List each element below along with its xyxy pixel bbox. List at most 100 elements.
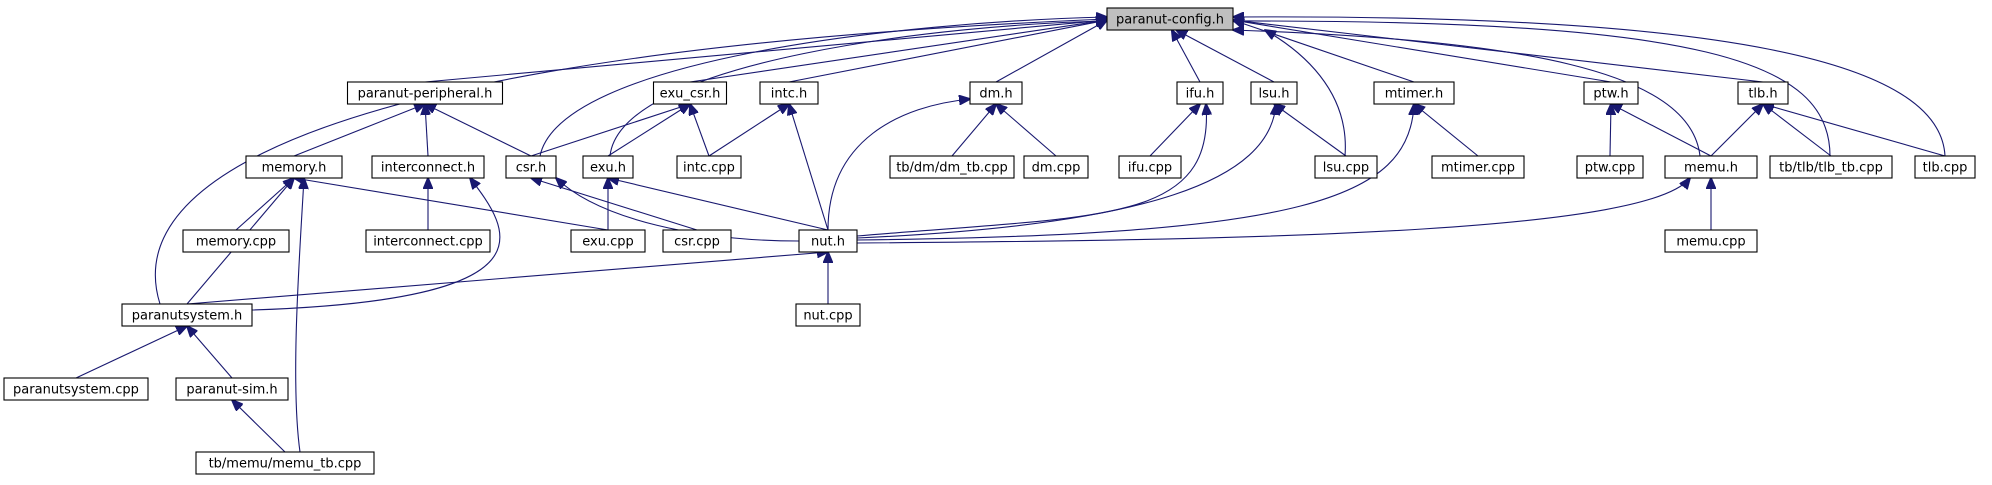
node-exucpp[interactable]: exu.cpp	[570, 229, 646, 253]
node-ifucpp[interactable]: ifu.cpp	[1118, 155, 1182, 179]
node-tlbcpp[interactable]: tlb.cpp	[1914, 155, 1976, 179]
node-label: exu.cpp	[582, 235, 634, 250]
node-memutb[interactable]: tb/memu/memu_tb.cpp	[195, 451, 375, 475]
edge-nuth-to-intch	[789, 104, 829, 231]
node-box	[121, 303, 253, 327]
node-label: interconnect.h	[381, 161, 475, 176]
node-nuth[interactable]: nut.h	[798, 229, 858, 253]
node-box	[969, 81, 1023, 105]
node-psyscpp[interactable]: paranutsystem.cpp	[3, 377, 149, 401]
node-ptwcpp[interactable]: ptw.cpp	[1576, 155, 1644, 179]
node-intch[interactable]: intc.h	[759, 81, 819, 105]
node-label: paranut-sim.h	[186, 383, 277, 398]
node-lsuh[interactable]: lsu.h	[1250, 81, 1298, 105]
node-csrcpp[interactable]: csr.cpp	[662, 229, 732, 253]
node-label: dm.h	[979, 87, 1012, 102]
node-mtimerh[interactable]: mtimer.h	[1373, 81, 1455, 105]
edge-intccpp-to-exucsr	[690, 104, 710, 157]
node-box	[652, 81, 728, 105]
edge-ifuh-to-cfg	[1172, 30, 1201, 83]
edge-intccpp-to-intch	[708, 104, 789, 157]
edge-lsucpp-to-cfg	[1265, 30, 1346, 157]
node-box	[1118, 155, 1182, 179]
node-label: paranutsystem.h	[132, 309, 242, 324]
node-tlbh[interactable]: tlb.h	[1737, 81, 1789, 105]
node-label: csr.h	[516, 161, 546, 176]
node-label: lsu.h	[1259, 87, 1290, 102]
node-box	[3, 377, 149, 401]
node-box	[175, 377, 289, 401]
node-dmh[interactable]: dm.h	[969, 81, 1023, 105]
edge-csrh-to-cfg	[539, 17, 1107, 157]
node-box	[889, 155, 1015, 179]
edge-interh-to-periph	[425, 104, 428, 157]
node-memorycpp[interactable]: memory.cpp	[182, 229, 290, 253]
node-label: tb/tlb/tlb_tb.cpp	[1779, 161, 1883, 176]
edge-nuth-to-lsuh	[856, 104, 1276, 239]
edge-psyscpp-to-psysh	[75, 326, 187, 379]
node-cfg[interactable]: paranut-config.h	[1106, 7, 1234, 31]
node-box	[759, 81, 819, 105]
edge-mtimercpp-to-mtimerh	[1414, 104, 1479, 157]
node-box	[1373, 81, 1455, 105]
node-dmtb[interactable]: tb/dm/dm_tb.cpp	[889, 155, 1015, 179]
edge-exucsr-to-cfg	[689, 20, 1107, 83]
node-label: memu.h	[1684, 161, 1738, 176]
edge-psimh-to-psysh	[187, 326, 233, 379]
edge-exuh-to-exucsr	[607, 104, 690, 157]
edge-tlbcpp-to-tlbh	[1763, 104, 1946, 157]
node-label: mtimer.h	[1385, 87, 1444, 102]
node-box	[371, 155, 485, 179]
node-interh[interactable]: interconnect.h	[371, 155, 485, 179]
node-csrh[interactable]: csr.h	[505, 155, 557, 179]
node-periph[interactable]: paranut-peripheral.h	[346, 81, 504, 105]
edge-intch-to-cfg	[788, 20, 1107, 83]
node-box	[245, 155, 343, 179]
node-box	[1664, 155, 1758, 179]
node-label: tlb.cpp	[1923, 161, 1968, 176]
node-label: paranut-peripheral.h	[358, 87, 493, 102]
node-box	[795, 303, 861, 327]
node-memoryh[interactable]: memory.h	[245, 155, 343, 179]
node-psimh[interactable]: paranut-sim.h	[175, 377, 289, 401]
edge-memuh-to-ptwh	[1611, 104, 1712, 157]
node-exucsr[interactable]: exu_csr.h	[652, 81, 728, 105]
node-label: mtimer.cpp	[1441, 161, 1515, 176]
node-lsucpp[interactable]: lsu.cpp	[1314, 155, 1378, 179]
node-box	[1176, 81, 1224, 105]
edge-memutb-to-memoryh	[295, 178, 304, 453]
node-dmcpp[interactable]: dm.cpp	[1023, 155, 1089, 179]
node-psysh[interactable]: paranutsystem.h	[121, 303, 253, 327]
edge-csrcpp-to-csrh	[531, 178, 698, 231]
edge-ptwh-to-cfg	[1233, 20, 1612, 83]
node-box	[1914, 155, 1976, 179]
node-exuh[interactable]: exu.h	[582, 155, 634, 179]
edge-dmh-to-cfg	[995, 20, 1107, 83]
node-label: nut.h	[811, 235, 845, 250]
edge-dmtb-to-dmh	[951, 104, 996, 157]
node-box	[1737, 81, 1789, 105]
node-label: tb/memu/memu_tb.cpp	[209, 457, 362, 472]
node-memuh[interactable]: memu.h	[1664, 155, 1758, 179]
node-nutcpp[interactable]: nut.cpp	[795, 303, 861, 327]
edge-lsuh-to-cfg	[1176, 30, 1275, 83]
edge-psysh-to-nuth	[186, 252, 828, 305]
node-mtimercpp[interactable]: mtimer.cpp	[1431, 155, 1525, 179]
dependency-edges	[75, 17, 1946, 453]
node-ptwh[interactable]: ptw.h	[1583, 81, 1639, 105]
node-label: paranut-config.h	[1116, 13, 1224, 28]
node-ifuh[interactable]: ifu.h	[1176, 81, 1224, 105]
edge-nuth-to-exuh	[608, 178, 829, 231]
node-memucpp[interactable]: memu.cpp	[1664, 229, 1758, 253]
node-label: ifu.h	[1186, 87, 1215, 102]
node-intccpp[interactable]: intc.cpp	[676, 155, 742, 179]
node-tlbtb[interactable]: tb/tlb/tlb_tb.cpp	[1769, 155, 1893, 179]
node-label: ifu.cpp	[1128, 161, 1172, 176]
node-box	[676, 155, 742, 179]
node-intercpp[interactable]: interconnect.cpp	[365, 229, 491, 253]
edge-tlbtb-to-tlbh	[1763, 104, 1832, 157]
edge-mtimerh-to-cfg	[1233, 20, 1415, 83]
node-box	[1250, 81, 1298, 105]
node-label: tb/dm/dm_tb.cpp	[896, 161, 1008, 176]
